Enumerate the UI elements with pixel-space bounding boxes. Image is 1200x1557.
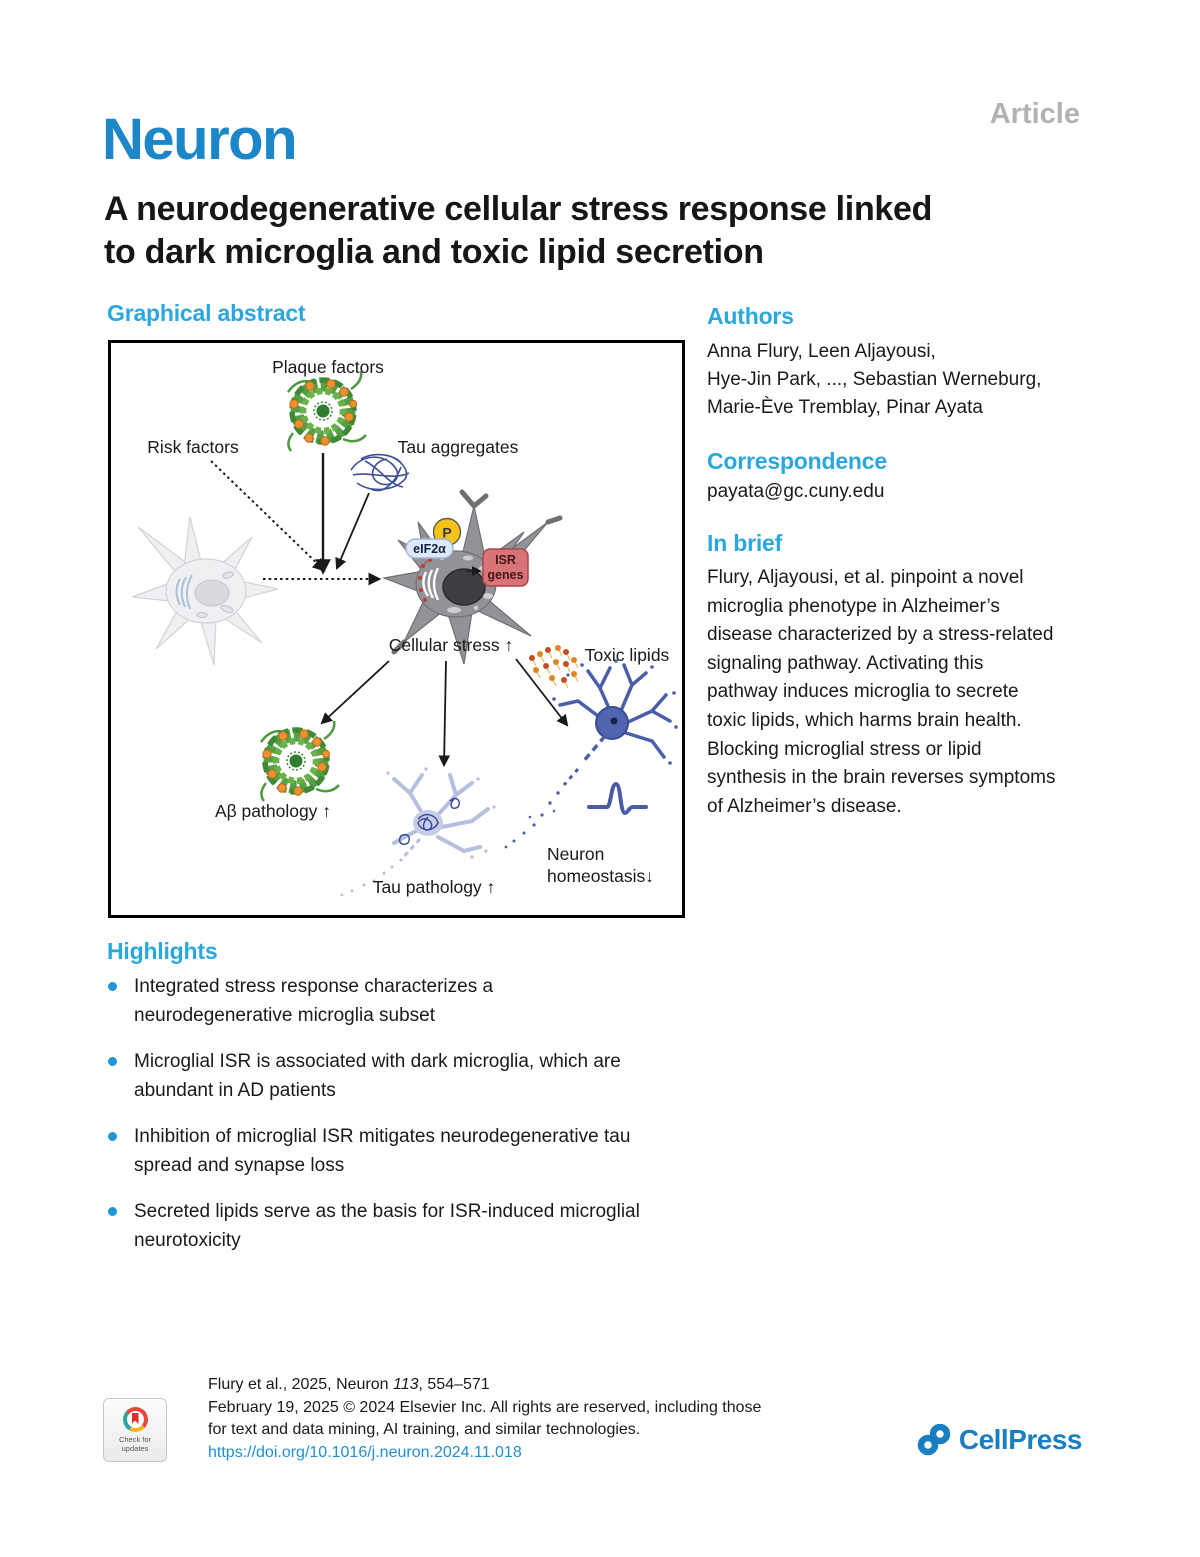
highlight-text: Integrated stress response characterizes… bbox=[134, 976, 494, 1026]
highlight-text: Secreted lipids serve as the basis for I… bbox=[134, 1201, 640, 1251]
author-line: Anna Flury, Leen Aljayousi, bbox=[707, 341, 936, 362]
paper-title: A neurodegenerative cellular stress resp… bbox=[104, 190, 933, 271]
phospho-label: P bbox=[442, 525, 451, 541]
highlight-item: Integrated stress response characterizes… bbox=[107, 972, 707, 1030]
cellular-stress-label: Cellular stress ↑ bbox=[389, 635, 513, 655]
input-arrows bbox=[210, 453, 382, 586]
isr-genes-label-2: genes bbox=[487, 568, 523, 582]
highlight-text: Microglial ISR is associated with dark m… bbox=[134, 1051, 621, 1101]
abeta-plaque-icon bbox=[254, 719, 339, 804]
journal-logo: Neuron bbox=[102, 107, 298, 172]
in-brief-text: Flury, Aljayousi, et al. pinpoint a nove… bbox=[707, 567, 1056, 817]
highlight-item: Secreted lipids serve as the basis for I… bbox=[107, 1197, 707, 1255]
highlights-list: Integrated stress response characterizes… bbox=[107, 972, 707, 1272]
graphical-abstract-heading: Graphical abstract bbox=[107, 300, 306, 326]
highlights-heading: Highlights bbox=[107, 938, 218, 964]
eif2a-label: eIF2α bbox=[413, 542, 446, 556]
tau-pathology-label: Tau pathology ↑ bbox=[373, 877, 496, 897]
correspondence-email[interactable]: payata@gc.cuny.edu bbox=[707, 481, 885, 502]
bullet-icon bbox=[108, 982, 117, 991]
tau-pathology-neuron-illustration bbox=[340, 767, 496, 897]
neuron-homeostasis-label-1: Neuron bbox=[547, 844, 604, 864]
isr-genes-label-1: ISR bbox=[495, 553, 516, 567]
citation-prefix: Flury et al., 2025, Neuron bbox=[208, 1376, 393, 1393]
check-for-updates-icon bbox=[122, 1407, 148, 1432]
bookmark-icon bbox=[131, 1413, 139, 1424]
citation-volume: 113 bbox=[392, 1376, 419, 1393]
bullet-icon bbox=[108, 1207, 117, 1216]
cellpress-wordmark: CellPress bbox=[958, 1424, 1083, 1455]
abeta-pathology-label: Aβ pathology ↑ bbox=[215, 801, 331, 821]
authors-heading: Authors bbox=[707, 303, 794, 329]
toxic-lipids-icon bbox=[529, 645, 579, 689]
tau-aggregate-icon bbox=[350, 453, 410, 492]
citation-block: Flury et al., 2025, Neuron 113, 554–571 … bbox=[208, 1374, 761, 1464]
risk-factors-label: Risk factors bbox=[147, 437, 239, 457]
citation-line: Flury et al., 2025, Neuron 113, 554–571 bbox=[208, 1374, 761, 1397]
cellpress-icon bbox=[917, 1424, 951, 1456]
plaque-factors-label: Plaque factors bbox=[272, 357, 384, 377]
outcome-arrows bbox=[320, 658, 569, 768]
correspondence-heading: Correspondence bbox=[707, 448, 887, 474]
highlight-text: Inhibition of microglial ISR mitigates n… bbox=[134, 1126, 631, 1176]
in-brief-heading: In brief bbox=[707, 530, 783, 556]
highlight-item: Inhibition of microglial ISR mitigates n… bbox=[107, 1122, 707, 1180]
action-potential-icon bbox=[587, 781, 648, 816]
tau-aggregates-label: Tau aggregates bbox=[398, 437, 519, 457]
isr-genes-badge: ISR genes bbox=[482, 548, 529, 587]
author-line: Hye-Jin Park, ..., Sebastian Werneburg, bbox=[707, 369, 1042, 390]
citation-pages: , 554–571 bbox=[418, 1376, 490, 1393]
toxic-lipids-label: Toxic lipids bbox=[585, 645, 670, 665]
authors-list: Anna Flury, Leen Aljayousi, Hye-Jin Park… bbox=[707, 338, 1041, 422]
check-for-updates-badge[interactable]: Check for updates bbox=[103, 1398, 167, 1462]
homeostatic-microglia-illustration bbox=[131, 516, 279, 666]
graphical-abstract-svg: P eIF2α ISR genes bbox=[131, 357, 678, 897]
rights-statement: February 19, 2025 © 2024 Elsevier Inc. A… bbox=[208, 1398, 762, 1439]
cellpress-logo: CellPress bbox=[915, 1424, 1083, 1456]
bullet-icon bbox=[108, 1057, 117, 1066]
graphical-abstract-figure: P eIF2α ISR genes bbox=[108, 340, 685, 918]
amyloid-plaque-icon bbox=[281, 369, 366, 454]
doi-link[interactable]: https://doi.org/10.1016/j.neuron.2024.11… bbox=[208, 1443, 522, 1461]
highlight-item: Microglial ISR is associated with dark m… bbox=[107, 1047, 707, 1105]
article-type-label: Article bbox=[989, 98, 1080, 130]
bullet-icon bbox=[108, 1132, 117, 1141]
neuron-homeostasis-illustration bbox=[504, 659, 678, 849]
author-line: Marie-Ève Tremblay, Pinar Ayata bbox=[707, 397, 983, 418]
eif2a-badge: eIF2α bbox=[405, 538, 454, 559]
neuron-homeostasis-label-2: homeostasis↓ bbox=[547, 866, 654, 886]
check-for-updates-text: Check for updates bbox=[118, 1435, 152, 1453]
